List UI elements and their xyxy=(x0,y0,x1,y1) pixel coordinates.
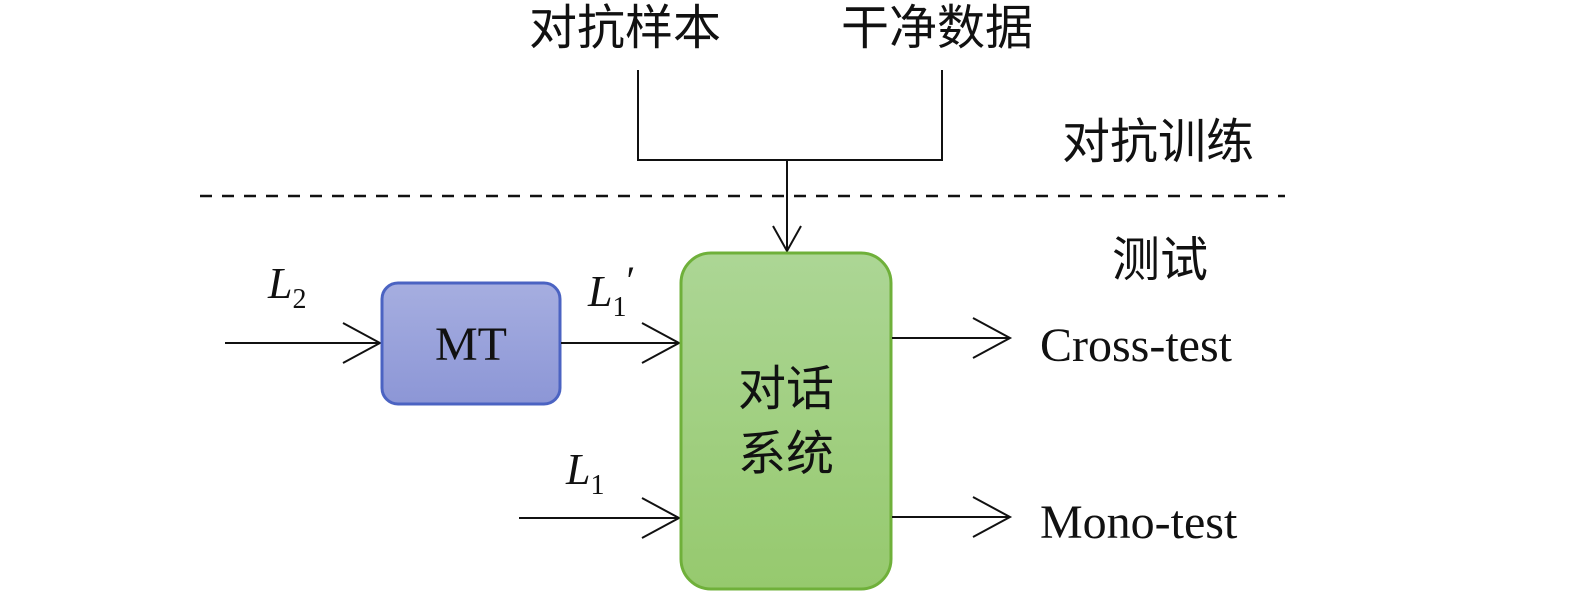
mono-test-arrow-head xyxy=(972,496,1013,538)
l1-prime-mark: ′ xyxy=(626,258,635,303)
mono-test-label: Mono-test xyxy=(1040,496,1238,549)
adversarial-samples-label: 对抗样本 xyxy=(529,2,721,55)
training-arrow-head xyxy=(772,225,802,254)
cross-test-label: Cross-test xyxy=(1040,319,1233,372)
l2-label: L2 xyxy=(267,259,306,315)
l1-prime-label: L1′ xyxy=(587,258,635,323)
mt-box-label: MT xyxy=(435,318,507,371)
merge-connector xyxy=(637,70,943,161)
cross-test-arrow-head xyxy=(972,317,1013,359)
dialog-system-box: 对话 系统 xyxy=(679,251,893,591)
l1-label: L1 xyxy=(565,445,604,501)
l2-arrow-head xyxy=(342,322,383,364)
training-phase-label: 对抗训练 xyxy=(1062,116,1254,169)
mt-to-dialog-arrow-head xyxy=(641,322,682,364)
dialog-system-label-line1: 对话 xyxy=(738,363,834,416)
l1-arrow-head xyxy=(641,497,682,539)
dialog-system-shape xyxy=(679,251,893,591)
dialog-system-label-line2: 系统 xyxy=(738,428,834,481)
clean-data-label: 干净数据 xyxy=(841,2,1033,55)
l2-subscript: 2 xyxy=(292,284,306,315)
mt-box: MT xyxy=(380,281,562,406)
mt-box-shape xyxy=(380,281,562,406)
testing-phase-label: 测试 xyxy=(1112,234,1208,287)
l1-prime-subscript: 1 xyxy=(612,292,626,323)
l1-subscript: 1 xyxy=(590,470,604,501)
